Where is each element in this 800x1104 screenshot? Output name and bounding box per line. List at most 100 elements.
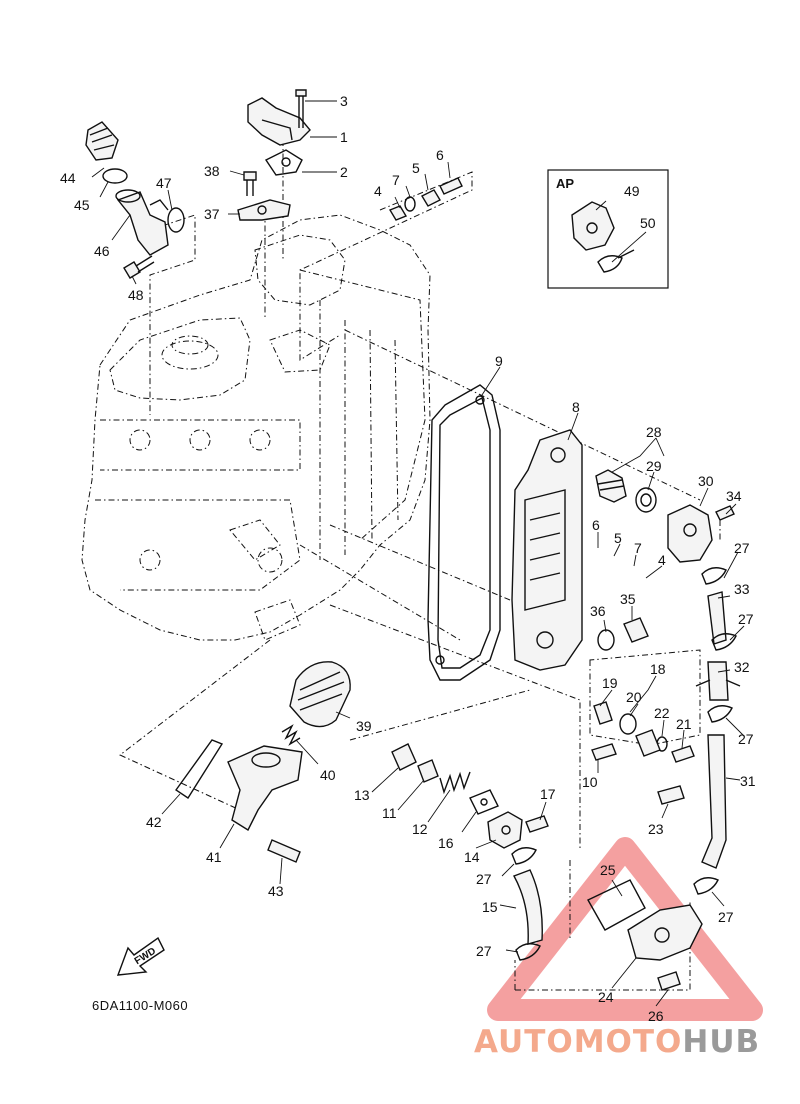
part-41-filter-bracket <box>227 745 303 832</box>
callout-47: 47 <box>156 175 172 191</box>
callout-18: 18 <box>650 661 666 677</box>
part-46-elbow-joint <box>115 189 169 256</box>
part-40-spring <box>281 724 301 746</box>
part-33-hose <box>707 591 727 645</box>
watermark-logo: AUTOMOTOHUB <box>474 1024 760 1060</box>
callout-45: 45 <box>74 197 90 213</box>
part-11-valve <box>417 759 439 783</box>
part-8-cover <box>511 429 583 671</box>
callout-5-top: 5 <box>412 160 420 176</box>
ap-label: AP <box>556 176 574 191</box>
part-17-bolt <box>525 815 549 833</box>
part-9-gasket <box>427 384 501 681</box>
callout-33: 33 <box>734 581 750 597</box>
part-4-plug <box>388 205 408 221</box>
callout-10: 10 <box>582 774 598 790</box>
part-3-bolt <box>295 89 307 128</box>
callout-32: 32 <box>734 659 750 675</box>
callout-27-a: 27 <box>734 540 750 556</box>
callout-4-mid: 4 <box>658 552 666 568</box>
cylinder-block <box>81 214 431 641</box>
callout-27-e: 27 <box>476 943 492 959</box>
callout-44: 44 <box>60 170 76 186</box>
part-42-gasket <box>175 739 224 799</box>
callout-31: 31 <box>740 773 756 789</box>
fwd-arrow: FWD <box>116 936 165 976</box>
callout-42: 42 <box>146 814 162 830</box>
part-21-bolt <box>671 745 695 763</box>
callout-28: 28 <box>646 424 662 440</box>
callout-13: 13 <box>354 787 370 803</box>
part-31-hose <box>701 734 727 869</box>
part-18-valve-cover <box>635 729 661 757</box>
part-14-cover <box>487 811 523 849</box>
callout-50: 50 <box>640 215 656 231</box>
part-23-bolt <box>657 785 685 805</box>
callout-48: 48 <box>128 287 144 303</box>
part-35-plug <box>623 617 649 643</box>
part-20-spring-seat <box>619 713 637 735</box>
callout-43: 43 <box>268 883 284 899</box>
part-38-bolt <box>243 171 257 196</box>
callout-34: 34 <box>726 488 742 504</box>
callout-29: 29 <box>646 458 662 474</box>
callout-6-top: 6 <box>436 147 444 163</box>
callout-21: 21 <box>676 716 692 732</box>
callout-27-c: 27 <box>738 731 754 747</box>
callout-36: 36 <box>590 603 606 619</box>
callout-7-mid: 7 <box>634 540 642 556</box>
callout-9: 9 <box>495 353 503 369</box>
callout-26: 26 <box>648 1008 664 1024</box>
callout-27-f: 27 <box>718 909 734 925</box>
part-49-thermostat-cover <box>571 201 615 251</box>
clamps-27 <box>511 567 737 961</box>
callout-12: 12 <box>412 821 428 837</box>
part-47-o-ring <box>167 207 185 233</box>
part-37-bracket <box>237 199 291 221</box>
callout-15: 15 <box>482 899 498 915</box>
part-7-o-ring <box>404 196 416 212</box>
callout-2: 2 <box>340 164 348 180</box>
callout-1: 1 <box>340 129 348 145</box>
part-43-bolt <box>267 839 301 863</box>
part-15-hose <box>512 869 543 945</box>
callout-25: 25 <box>600 862 616 878</box>
part-30-thermostat-cover <box>667 504 713 563</box>
part-6-bolt <box>439 177 463 195</box>
callout-16: 16 <box>438 835 454 851</box>
svg-text:AUTOMOTOHUB: AUTOMOTOHUB <box>474 1024 760 1060</box>
callout-35: 35 <box>620 591 636 607</box>
callout-22: 22 <box>654 705 670 721</box>
part-36-gasket <box>597 629 615 651</box>
diagram-code: 6DA1100-M060 <box>92 998 188 1013</box>
part-12-spring <box>439 771 471 795</box>
callout-17: 17 <box>540 786 556 802</box>
callout-27-b: 27 <box>738 611 754 627</box>
part-13-grommet <box>391 743 417 771</box>
callout-23: 23 <box>648 821 664 837</box>
callout-39: 39 <box>356 718 372 734</box>
callout-41: 41 <box>206 849 222 865</box>
callout-30: 30 <box>698 473 714 489</box>
part-16-gasket <box>469 789 499 815</box>
part-45-o-ring <box>102 168 128 184</box>
callout-6-mid: 6 <box>592 517 600 533</box>
part-26-bolt <box>657 971 681 991</box>
part-29-gasket <box>635 487 657 513</box>
part-28-thermostat <box>595 469 627 503</box>
callout-7-top: 7 <box>392 172 400 188</box>
part-50-clamp <box>597 249 635 273</box>
part-19-valve <box>593 701 613 725</box>
callout-40: 40 <box>320 767 336 783</box>
part-34-bolt <box>715 505 735 521</box>
part-48-bolt <box>123 255 155 279</box>
callout-11: 11 <box>382 805 397 821</box>
callout-leaders <box>91 100 745 1007</box>
callout-46: 46 <box>94 243 110 259</box>
part-5-collar <box>421 189 441 207</box>
ap-box: AP <box>547 169 669 289</box>
assembly-lines <box>119 140 721 991</box>
part-2-gasket <box>264 149 303 176</box>
part-24-housing <box>627 904 703 961</box>
callout-labels: 3 1 2 38 37 4 7 5 6 44 45 46 47 48 49 50… <box>60 93 756 1024</box>
